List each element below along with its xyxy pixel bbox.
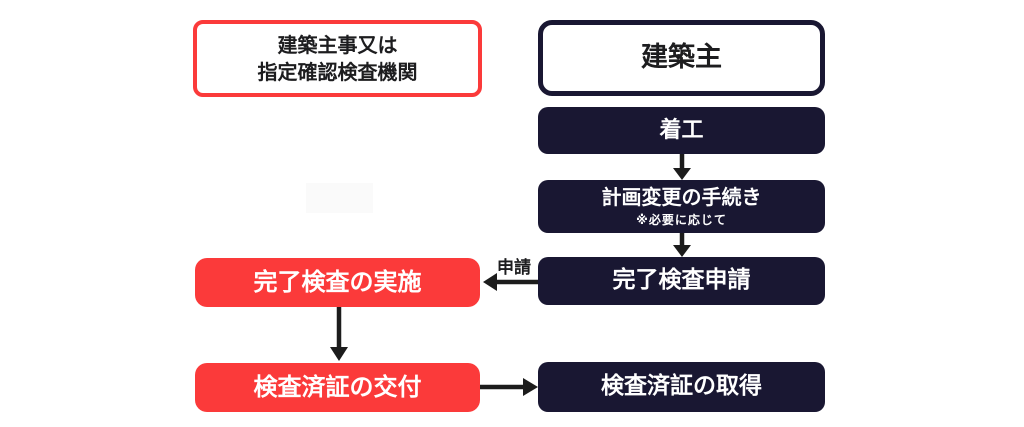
node-certificate-issue: 検査済証の交付 xyxy=(195,363,480,412)
arrow-issue-to-obtain xyxy=(480,378,538,396)
node-inspection-execution: 完了検査の実施 xyxy=(195,258,480,307)
arrow-plan-change-to-application xyxy=(673,233,691,257)
watermark-remnant xyxy=(306,183,373,213)
node-certificate-obtain: 検査済証の取得 xyxy=(538,362,825,412)
arrow-start-to-plan-change xyxy=(673,154,691,180)
certificate-issue-label: 検査済証の交付 xyxy=(253,373,422,402)
node-plan-change: 計画変更の手続き ※必要に応じて xyxy=(538,180,825,233)
node-owner-header: 建築主 xyxy=(538,20,825,96)
agency-header-line2: 指定確認検査機関 xyxy=(257,59,418,84)
plan-change-label: 計画変更の手続き xyxy=(601,185,762,210)
completion-application-label: 完了検査申請 xyxy=(612,267,751,294)
construction-start-label: 着工 xyxy=(659,117,704,143)
inspection-execution-label: 完了検査の実施 xyxy=(253,268,422,297)
arrow-inspection-to-issue xyxy=(330,307,348,361)
node-construction-start: 着工 xyxy=(538,107,825,154)
node-completion-application: 完了検査申請 xyxy=(538,257,825,305)
owner-header-label: 建築主 xyxy=(641,41,722,73)
node-agency-header: 建築主事又は 指定確認検査機関 xyxy=(193,20,482,97)
certificate-obtain-label: 検査済証の取得 xyxy=(601,373,762,400)
edge-label-application: 申請 xyxy=(497,258,531,278)
plan-change-note: ※必要に応じて xyxy=(636,213,727,228)
agency-header-line1: 建築主事又は xyxy=(277,32,398,57)
